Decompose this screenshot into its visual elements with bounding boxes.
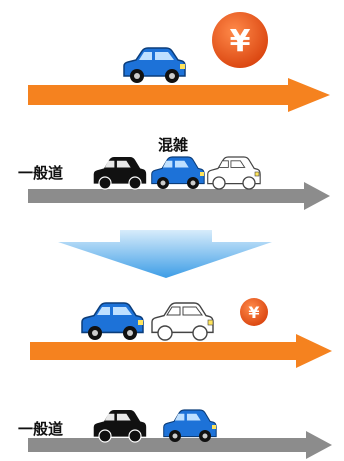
yen-symbol-mid: ¥ bbox=[248, 303, 259, 322]
general-road-arrow-bottom bbox=[28, 431, 332, 459]
general-road-arrow-top bbox=[28, 182, 330, 210]
toll-coin-mid: ¥ bbox=[240, 298, 268, 326]
toll-road-arrow-top bbox=[28, 78, 330, 112]
toll-coin-top: ¥ bbox=[212, 12, 268, 68]
yen-symbol-top: ¥ bbox=[230, 24, 251, 59]
congestion-label: 混雑 bbox=[158, 136, 188, 154]
blue-car-congested bbox=[151, 156, 205, 189]
general-road-label-bottom: 一般道 bbox=[18, 420, 63, 438]
white-car-congested bbox=[207, 156, 261, 190]
black-car-congested bbox=[93, 157, 147, 190]
general-road-label-top: 一般道 bbox=[18, 164, 63, 182]
transition-down-arrow bbox=[58, 230, 272, 278]
blue-car-toll-bottom bbox=[81, 302, 144, 340]
blue-car-top bbox=[123, 47, 186, 83]
blue-car-bottom bbox=[163, 409, 217, 442]
black-car-bottom bbox=[93, 410, 147, 443]
white-car-toll-bottom bbox=[151, 302, 214, 341]
toll-road-arrow-bottom bbox=[30, 334, 332, 368]
